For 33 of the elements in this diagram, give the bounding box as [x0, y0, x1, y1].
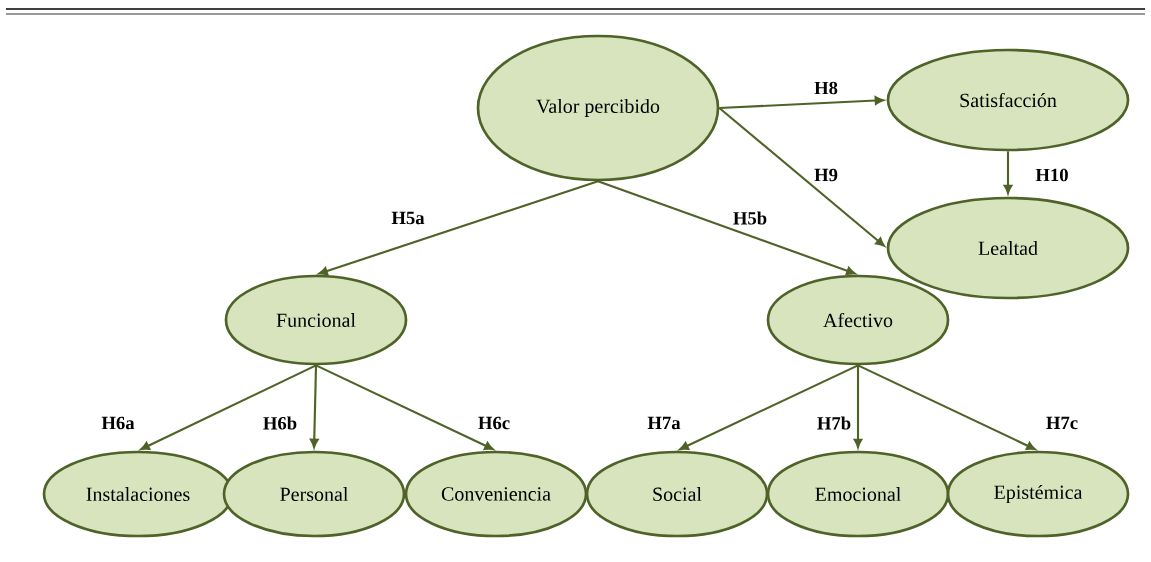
- ellipse-node: Epistémica: [946, 450, 1130, 538]
- ellipse-node: Social: [585, 450, 769, 538]
- ellipse-node: Afectivo: [766, 274, 950, 366]
- edge-label: H5b: [731, 210, 769, 226]
- edge-label: H6a: [100, 415, 136, 431]
- edge-label: H9: [812, 167, 840, 183]
- edge-label: H5a: [390, 210, 426, 226]
- ellipse-node: Conveniencia: [404, 450, 588, 538]
- arrow: [857, 364, 1036, 451]
- ellipse-node: Lealtad: [886, 196, 1130, 300]
- ellipse-node: Emocional: [766, 450, 950, 538]
- ellipse-node: Instalaciones: [42, 450, 234, 538]
- edge-label: H7b: [815, 415, 853, 431]
- arrow: [309, 365, 319, 448]
- edge-label: H6c: [476, 415, 512, 431]
- arrow: [853, 365, 863, 448]
- edge-label: H7a: [646, 415, 682, 431]
- arrow: [719, 96, 884, 110]
- ellipse-node: Satisfacción: [886, 48, 1130, 152]
- arrow: [679, 364, 859, 451]
- arrow: [597, 180, 856, 276]
- arrow: [315, 364, 494, 451]
- ellipse-node: Funcional: [224, 274, 408, 366]
- edge-label: H6b: [261, 415, 299, 431]
- ellipse-node: Personal: [222, 450, 406, 538]
- arrow: [318, 180, 599, 276]
- arrow: [1003, 151, 1013, 194]
- edge-label: H8: [812, 80, 840, 96]
- edge-label: H10: [1034, 167, 1070, 183]
- ellipse-node: Valor percibido: [476, 34, 720, 182]
- arrow: [140, 364, 317, 451]
- arrow: [718, 107, 885, 247]
- edge-label: H7c: [1044, 415, 1080, 431]
